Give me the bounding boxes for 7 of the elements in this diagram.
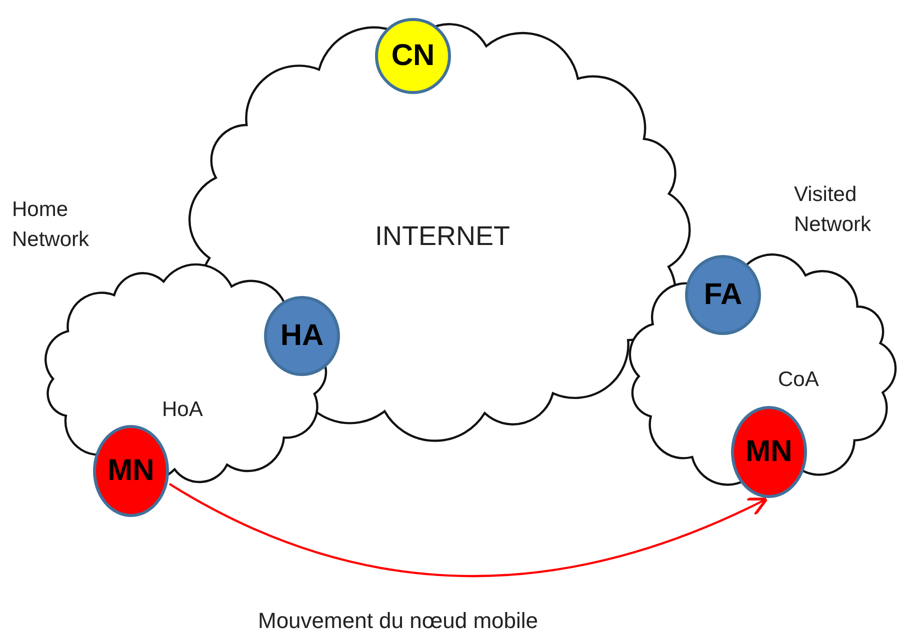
address-label: HoA [162,397,204,423]
network-label: Home Network [12,197,90,254]
network-label: INTERNET [375,220,511,253]
network-label: Visited Network [794,182,872,238]
address-label: CoA [778,367,820,393]
network-node: MN [93,425,169,517]
arrow [168,482,768,577]
